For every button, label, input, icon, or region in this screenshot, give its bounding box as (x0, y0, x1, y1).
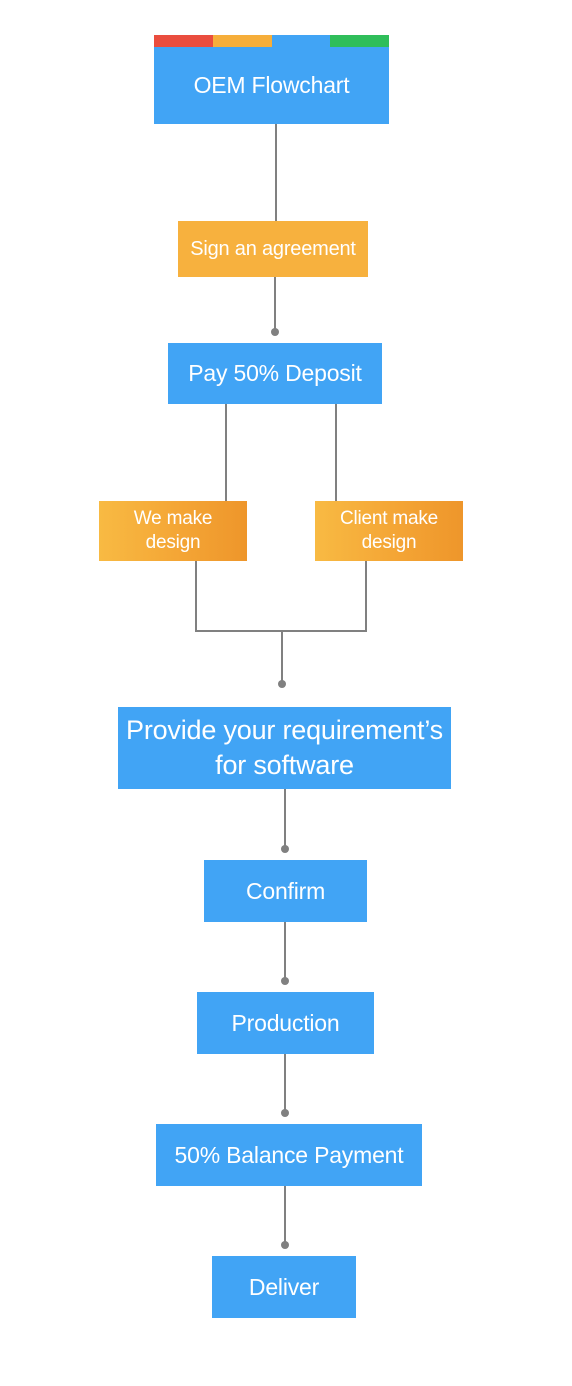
step-we-make-design: We make design (99, 501, 247, 561)
connector-dot (271, 328, 279, 336)
connector-dot (281, 1241, 289, 1249)
step-sign-agreement: Sign an agreement (178, 221, 368, 277)
color-bar-red (154, 35, 213, 47)
color-bar-blue (271, 35, 331, 47)
connector-dot (281, 1109, 289, 1117)
step-client-make-design: Client make design (315, 501, 463, 561)
connector-design-merge (195, 561, 367, 632)
step-balance-payment: 50% Balance Payment (156, 1124, 422, 1186)
connector-dot (281, 977, 289, 985)
step-confirm: Confirm (204, 860, 367, 922)
flowchart-title: OEM Flowchart (154, 47, 389, 124)
step-pay-deposit: Pay 50% Deposit (168, 343, 382, 404)
step-production: Production (197, 992, 374, 1054)
title-color-bar (154, 35, 389, 47)
step-provide-requirements: Provide your requirement’s for software (118, 707, 451, 789)
connector-dot (281, 845, 289, 853)
color-bar-orange (212, 35, 272, 47)
step-deliver: Deliver (212, 1256, 356, 1318)
color-bar-green (330, 35, 389, 47)
connector-dot (278, 680, 286, 688)
